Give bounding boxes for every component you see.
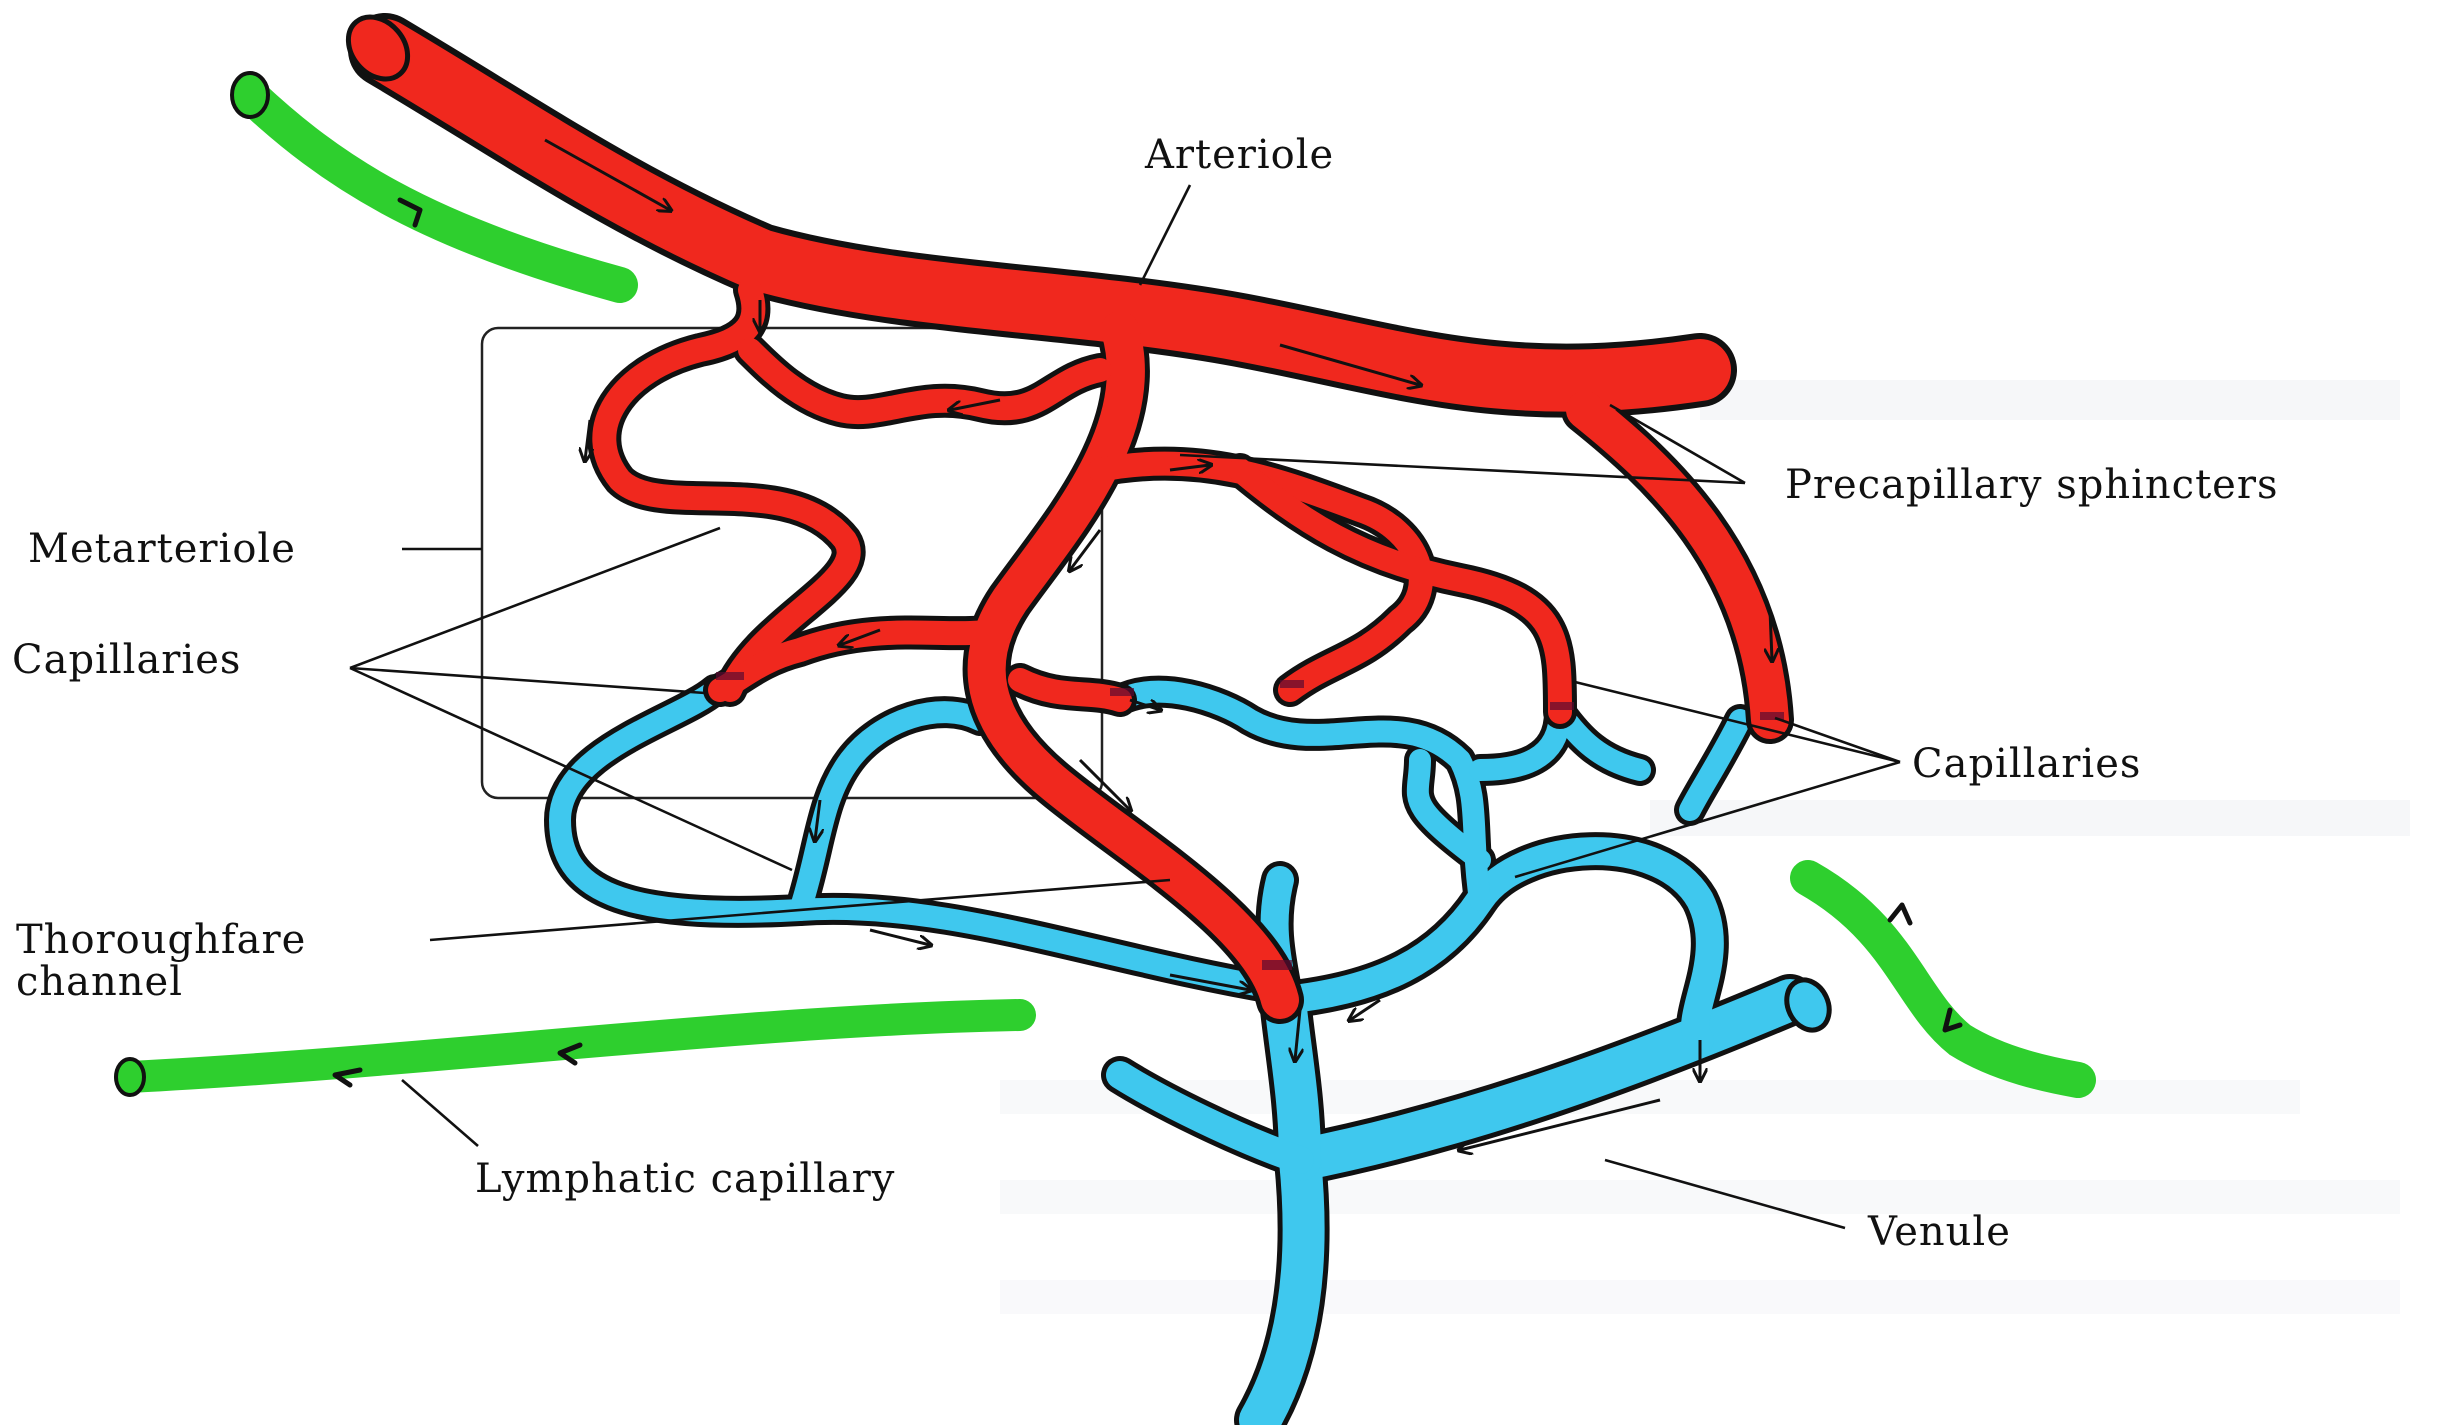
leader-capillaries-left-2	[350, 668, 705, 693]
lymphatic-vessel-bottom-left	[116, 1015, 1020, 1095]
label-precapillary-sphincters: Precapillary sphincters	[1785, 462, 2278, 508]
leader-lymphatic	[402, 1080, 478, 1146]
leader-arteriole	[1140, 185, 1190, 285]
label-venule: Venule	[1867, 1209, 2011, 1255]
label-thoroughfare-line2: channel	[16, 959, 183, 1005]
lymphatic-vessel-right	[1808, 878, 2078, 1080]
label-capillaries-left: Capillaries	[12, 637, 241, 683]
label-arteriole: Arteriole	[1144, 132, 1334, 178]
label-lymphatic-capillary: Lymphatic capillary	[475, 1156, 895, 1202]
leader-capillaries-right-2	[1775, 718, 1900, 762]
label-capillaries-right: Capillaries	[1912, 741, 2141, 787]
label-thoroughfare-line1: Thoroughfare	[16, 917, 306, 963]
label-metarteriole: Metarteriole	[28, 526, 296, 572]
